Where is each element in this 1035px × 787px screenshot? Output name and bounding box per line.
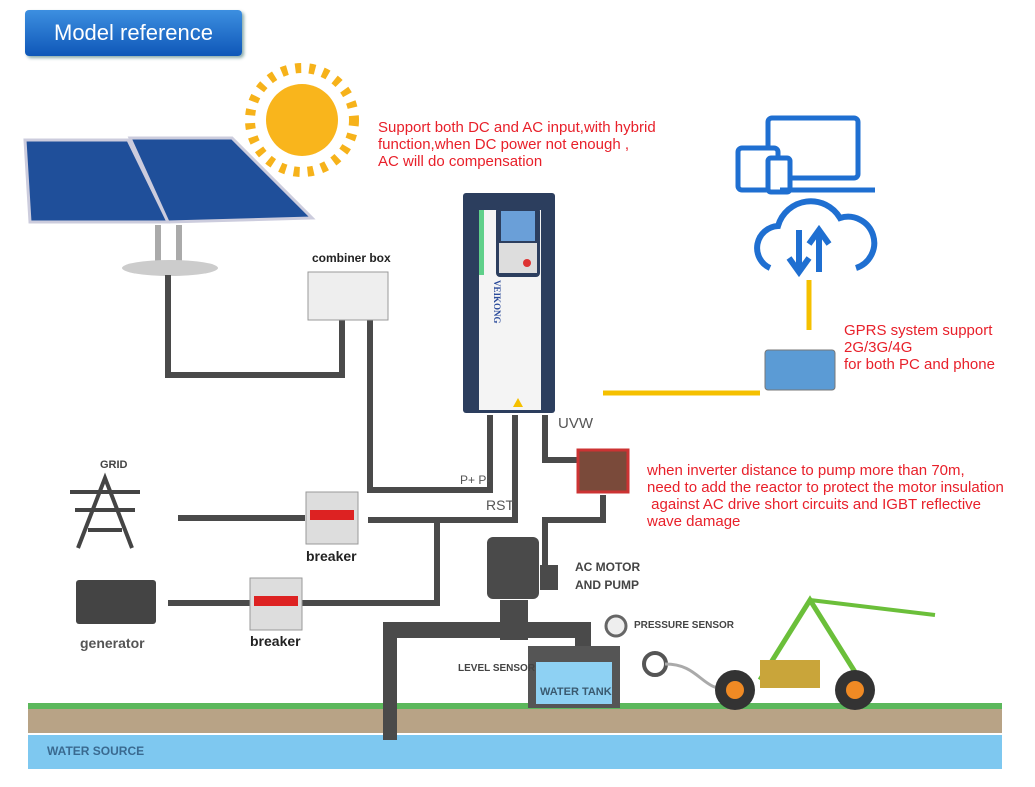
- title-banner: Model reference: [25, 10, 242, 56]
- grass: [28, 703, 1002, 709]
- level-sensor-label: LEVEL SENSOR: [458, 663, 536, 674]
- valve-icon: [642, 651, 668, 677]
- grid-tower-icon: [70, 472, 140, 549]
- combiner-box-icon: [307, 271, 389, 321]
- reactor-icon: [576, 448, 630, 494]
- breaker-label: breaker: [250, 633, 301, 649]
- water-tank-label: WATER TANK: [540, 686, 612, 698]
- inverter-icon: [463, 193, 555, 413]
- title: Model reference: [54, 20, 213, 45]
- grid-label: GRID: [100, 459, 128, 471]
- pressure-gauge-icon: [604, 614, 628, 638]
- cloud-icon: [754, 198, 878, 278]
- combiner-box-label: combiner box: [312, 251, 391, 265]
- water-source: [28, 735, 1002, 769]
- generator-label: generator: [80, 635, 145, 651]
- breaker-label: breaker: [306, 548, 357, 564]
- breaker-icon: [305, 491, 359, 545]
- rst-label: RST: [486, 497, 514, 513]
- generator-icon: [76, 580, 156, 624]
- breaker-icon: [249, 577, 303, 631]
- gprs-module-icon: [764, 349, 836, 391]
- soil: [28, 709, 1002, 733]
- motor-pump-label: AC MOTOR AND PUMP: [575, 560, 641, 592]
- reactor-annotation: when inverter distance to pump more than…: [647, 462, 1004, 530]
- uvw-label: UVW: [558, 415, 593, 432]
- sun-icon: [245, 63, 359, 177]
- wires: [165, 275, 606, 606]
- water-source-label: WATER SOURCE: [47, 744, 145, 758]
- laptop-icon: [735, 115, 875, 195]
- gprs-annotation: GPRS system support 2G/3G/4G for both PC…: [844, 322, 995, 373]
- pressure-sensor-label: PRESSURE SENSOR: [634, 620, 735, 631]
- brand-logo: VEIKONG: [492, 280, 502, 324]
- dc-terminal-label: P+ P-: [460, 473, 491, 487]
- hybrid-annotation: Support both DC and AC input,with hybrid…: [378, 119, 656, 170]
- irrigation-system-icon: [715, 595, 936, 710]
- solar-panel-icon: [23, 136, 316, 276]
